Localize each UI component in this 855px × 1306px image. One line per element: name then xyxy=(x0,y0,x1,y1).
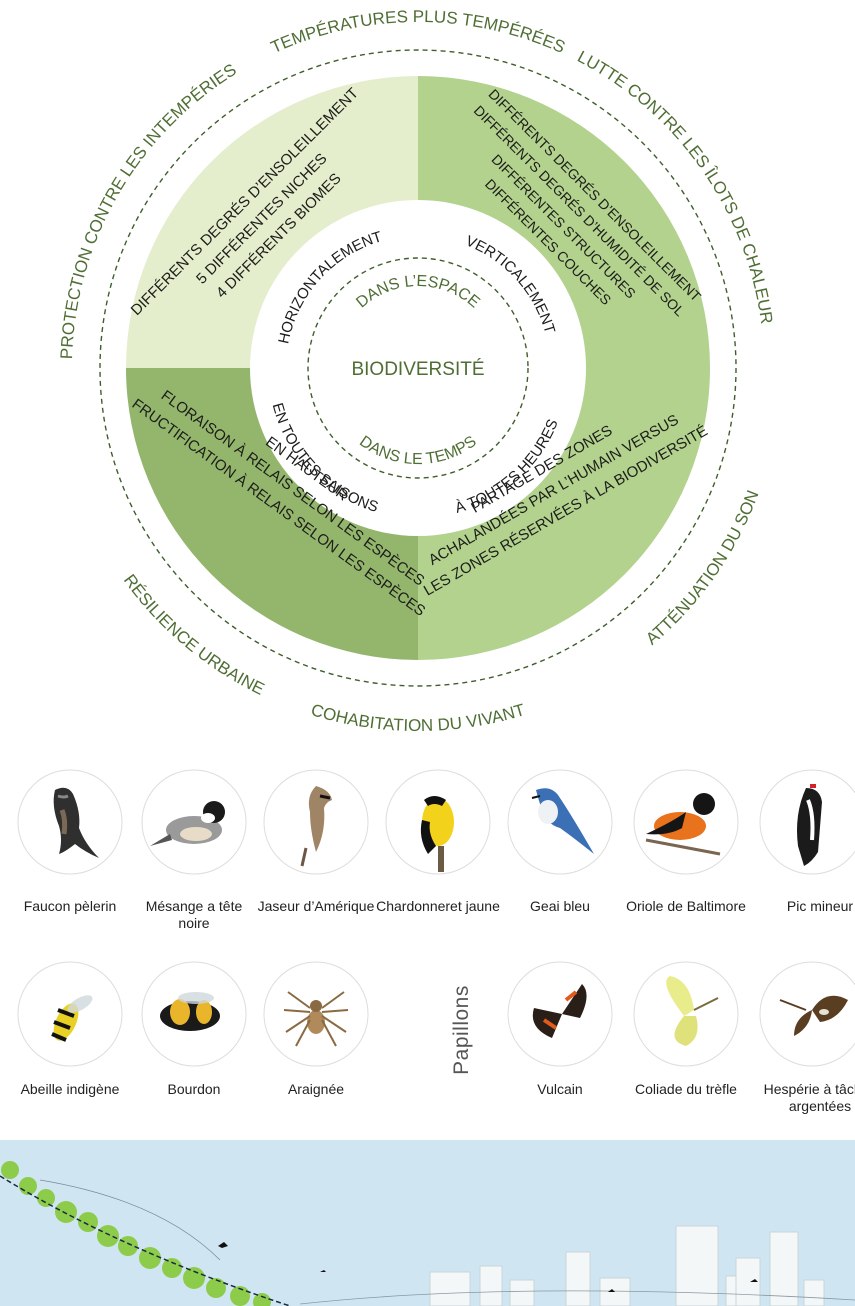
outer-label-bottom: COHABITATION DU VIVANT xyxy=(309,700,527,735)
biodiversity-diagram: BIODIVERSITÉ DANS L’ESPACE DANS LE TEMPS… xyxy=(19,7,810,735)
skyline-illustration xyxy=(0,1140,855,1306)
species-label: Chardonneret jaune xyxy=(376,898,500,914)
species-illustrations xyxy=(17,769,855,1067)
sulphur-butterfly-icon xyxy=(633,961,739,1067)
outer-dashed-circle xyxy=(99,49,737,687)
species-label: Pic mineur xyxy=(786,898,854,914)
goldfinch-icon xyxy=(385,769,491,875)
woodpecker-icon xyxy=(759,769,855,875)
species-label: Vulcain xyxy=(537,1081,583,1097)
species-label: Coliade du trèfle xyxy=(635,1081,737,1097)
species-label: Hespérie à tâches argentées xyxy=(763,1081,855,1114)
skipper-icon xyxy=(759,961,855,1067)
species-label: Bourdon xyxy=(167,1081,221,1097)
red-admiral-icon xyxy=(507,961,613,1067)
species-label: Abeille indigène xyxy=(20,1081,120,1097)
blue-jay-icon xyxy=(507,769,613,875)
species-label: Faucon pèlerin xyxy=(23,898,117,914)
bee-icon xyxy=(17,961,123,1067)
bumblebee-icon xyxy=(141,961,247,1067)
species-label: Geai bleu xyxy=(530,898,590,914)
center-label: BIODIVERSITÉ xyxy=(351,359,484,380)
spider-icon xyxy=(263,961,369,1067)
falcon-icon xyxy=(17,769,123,875)
waxwing-icon xyxy=(263,769,369,875)
species-label: Oriole de Baltimore xyxy=(626,898,746,914)
species-label: Araignée xyxy=(287,1081,345,1097)
papillons-label: Papillons xyxy=(450,985,473,1075)
species-label: Mésange a tête noire xyxy=(145,898,243,931)
chickadee-icon xyxy=(141,769,247,875)
inner-dashed-circle xyxy=(307,257,529,479)
oriole-icon xyxy=(633,769,739,875)
species-label: Jaseur d’Amérique xyxy=(257,898,375,914)
green-corridor xyxy=(1,1161,271,1306)
inner-disk xyxy=(250,200,586,536)
